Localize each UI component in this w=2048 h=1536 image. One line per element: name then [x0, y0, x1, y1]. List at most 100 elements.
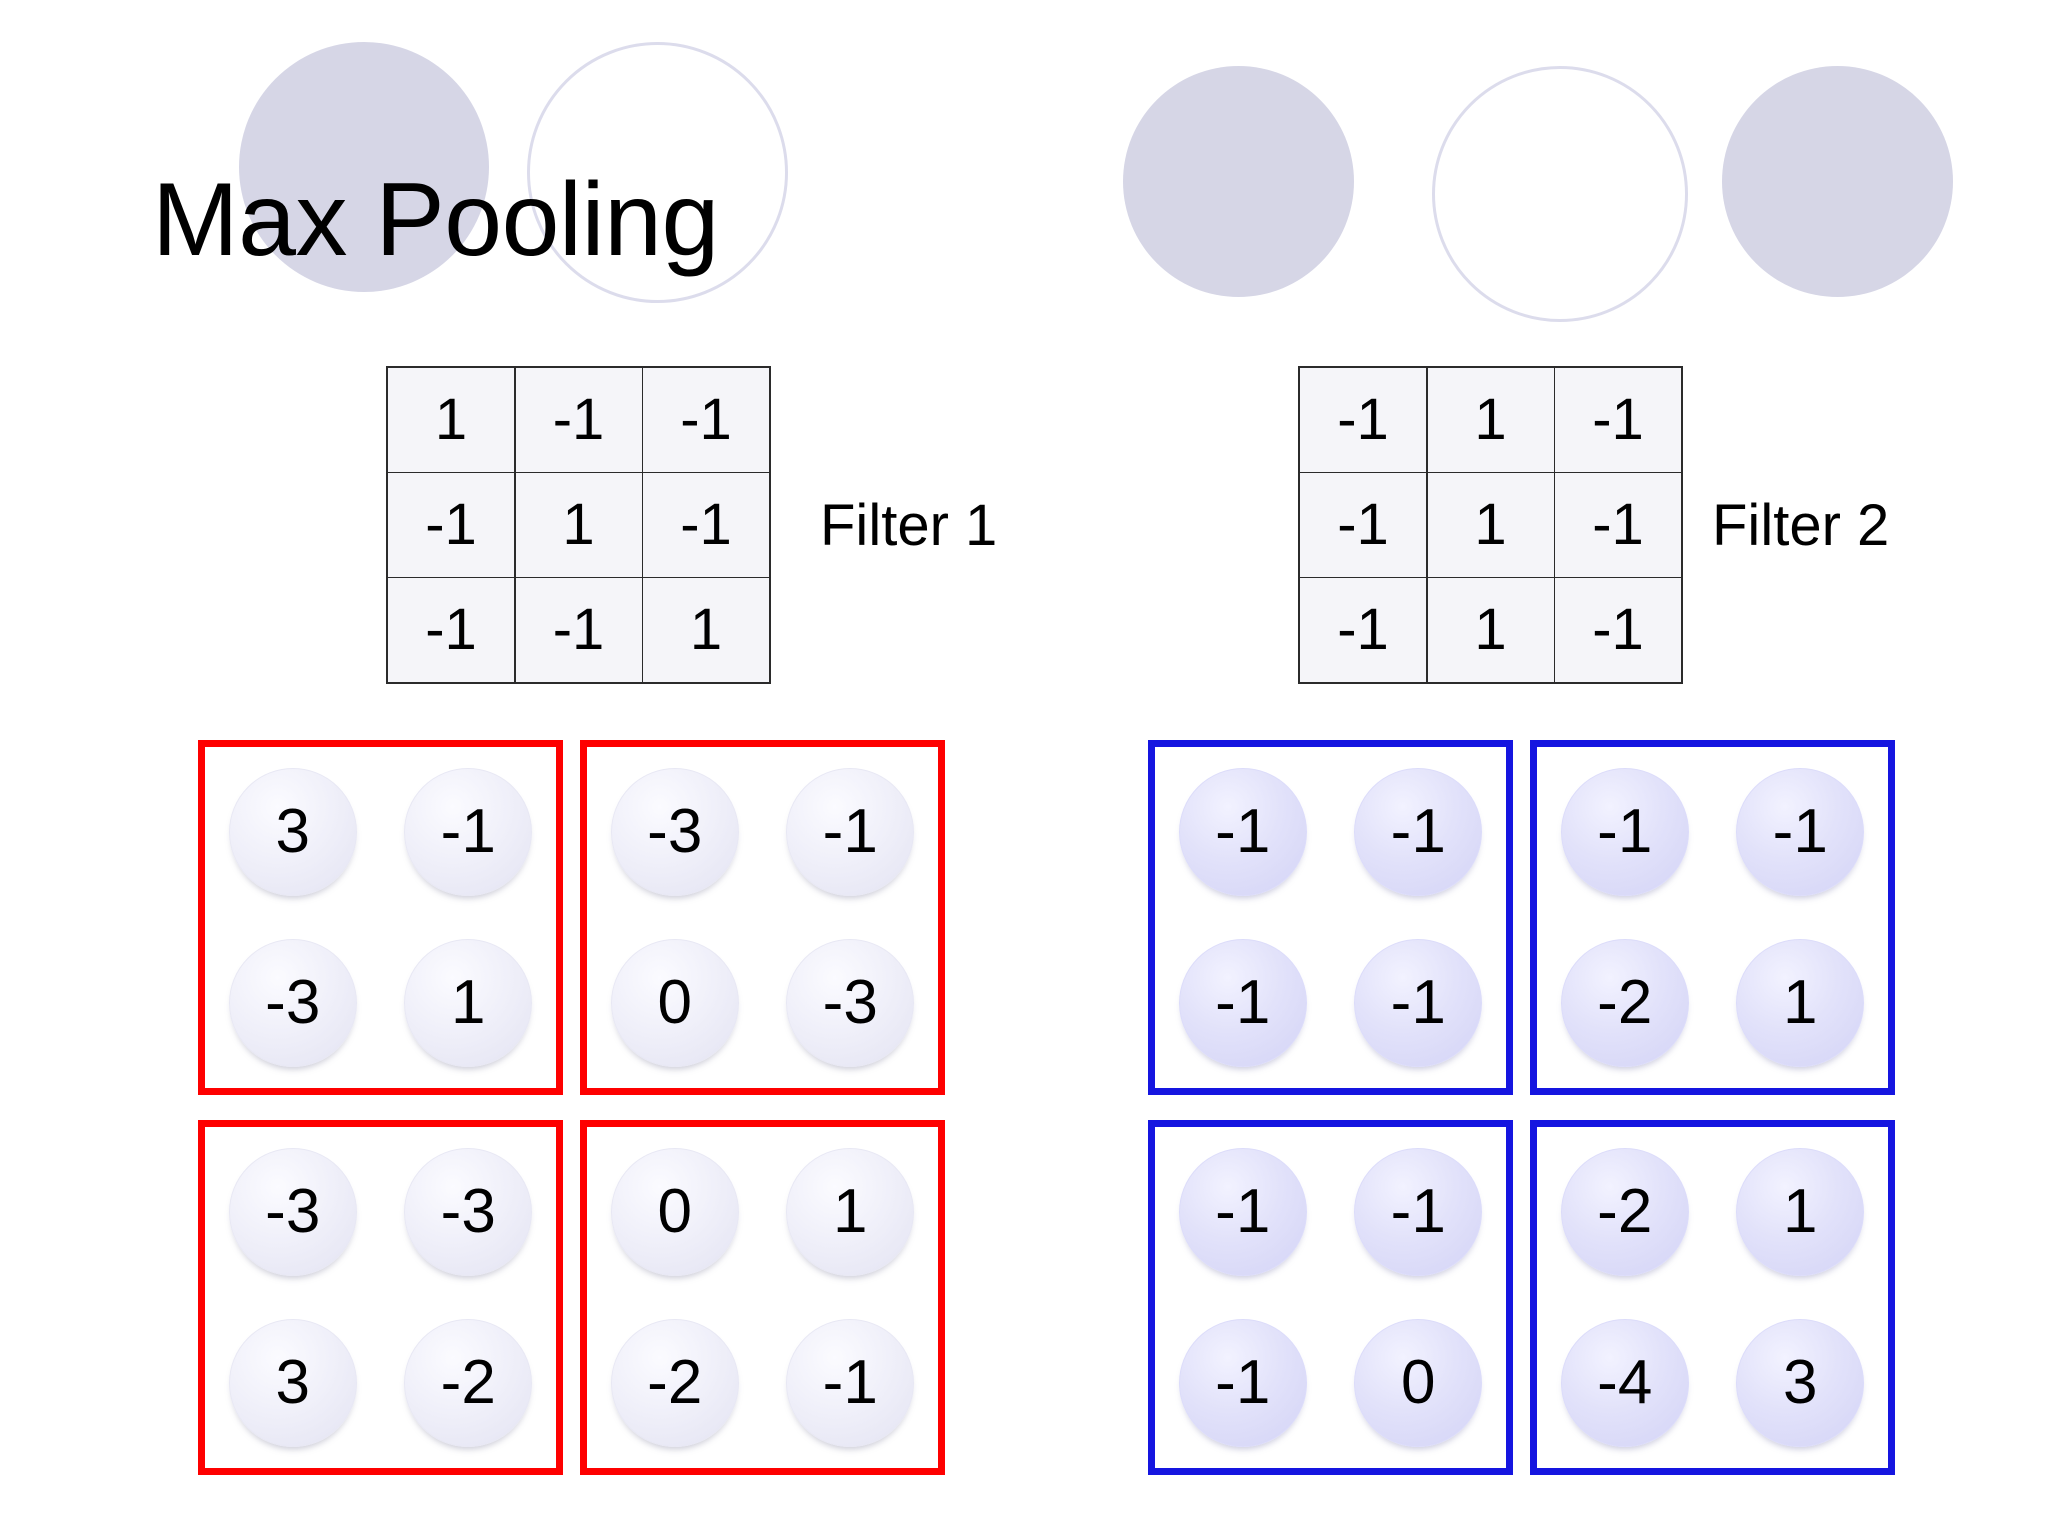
pool-cell: -2 — [1537, 1127, 1713, 1298]
filter-2-cell-1-1: 1 — [1427, 473, 1554, 577]
pool-value-ball: -3 — [404, 1148, 533, 1277]
pool-value-ball: 3 — [228, 768, 357, 897]
pool-value-ball: -1 — [1354, 768, 1483, 897]
pool-cell: 0 — [587, 1127, 763, 1298]
pool-block-r2c1: -3 -3 3 -2 — [198, 1120, 563, 1475]
pool-value-ball: 3 — [228, 1318, 357, 1447]
filter-2-cell-2-2: -1 — [1555, 578, 1681, 682]
filter-2-cell-0-0: -1 — [1300, 368, 1426, 472]
pool-cell: -4 — [1537, 1298, 1713, 1469]
pool-cell: -1 — [763, 747, 939, 918]
pool-value-ball: -3 — [228, 938, 357, 1067]
pool-value-ball: -1 — [1178, 1148, 1307, 1277]
pool-value-ball: -1 — [1178, 1318, 1307, 1447]
deco-circle-4 — [1432, 66, 1688, 322]
pool-cell: 1 — [763, 1127, 939, 1298]
pool-value-ball: 3 — [1736, 1318, 1865, 1447]
filter-2-cell-1-0: -1 — [1300, 473, 1426, 577]
filter-2-cell-1-2: -1 — [1555, 473, 1681, 577]
pool-value-ball: -1 — [1178, 938, 1307, 1067]
filter-1-cell-1-0: -1 — [388, 473, 514, 577]
pool-value-ball: -3 — [228, 1148, 357, 1277]
pool-cell: 1 — [1713, 918, 1889, 1089]
pool-value-ball: 1 — [1736, 938, 1865, 1067]
pool-value-ball: -1 — [786, 768, 915, 897]
pool-cell: -3 — [205, 918, 381, 1089]
pool-value-ball: -2 — [610, 1318, 739, 1447]
pool-cell: 3 — [205, 747, 381, 918]
pool-block-b1c2: -1 -1 -2 1 — [1530, 740, 1895, 1095]
filter-1-cell-0-0: 1 — [388, 368, 514, 472]
pool-cell: -3 — [205, 1127, 381, 1298]
pool-cell: -2 — [1537, 918, 1713, 1089]
pool-block-b1c1: -1 -1 -1 -1 — [1148, 740, 1513, 1095]
pool-value-ball: 0 — [610, 1148, 739, 1277]
pool-value-ball: 1 — [1736, 1148, 1865, 1277]
filter-1-cell-2-1: -1 — [515, 578, 642, 682]
pool-value-ball: 0 — [1354, 1318, 1483, 1447]
pool-cell: -1 — [1537, 747, 1713, 918]
deco-circle-5 — [1722, 66, 1953, 297]
pool-cell: -3 — [763, 918, 939, 1089]
pool-cell: -1 — [1155, 1298, 1331, 1469]
filter-1-cell-0-2: -1 — [643, 368, 769, 472]
pool-value-ball: -1 — [786, 1318, 915, 1447]
page-title: Max Pooling — [152, 162, 719, 278]
pool-cell: 0 — [1331, 1298, 1507, 1469]
filter-2-cell-2-1: 1 — [1427, 578, 1554, 682]
pool-cell: -3 — [587, 747, 763, 918]
pool-value-ball: -3 — [610, 768, 739, 897]
filter-2-cell-0-2: -1 — [1555, 368, 1681, 472]
deco-circle-3 — [1123, 66, 1354, 297]
pool-value-ball: 1 — [404, 938, 533, 1067]
filter-1-cell-0-1: -1 — [515, 368, 642, 472]
pool-value-ball: -3 — [786, 938, 915, 1067]
pool-cell: -2 — [587, 1298, 763, 1469]
pool-block-b2c2: -2 1 -4 3 — [1530, 1120, 1895, 1475]
pool-value-ball: -1 — [1560, 768, 1689, 897]
filter-2-cell-0-1: 1 — [1427, 368, 1554, 472]
filter-1-grid: 1 -1 -1 -1 1 -1 -1 -1 1 — [386, 366, 771, 684]
pool-value-ball: -1 — [1354, 938, 1483, 1067]
pool-block-r2c2: 0 1 -2 -1 — [580, 1120, 945, 1475]
pool-cell: 3 — [205, 1298, 381, 1469]
pool-cell: 1 — [1713, 1127, 1889, 1298]
pool-value-ball: -1 — [1736, 768, 1865, 897]
filter-2-cell-2-0: -1 — [1300, 578, 1426, 682]
pool-cell: -1 — [1155, 918, 1331, 1089]
filter-1-cell-2-0: -1 — [388, 578, 514, 682]
pool-value-ball: -2 — [404, 1318, 533, 1447]
deco-circle-1 — [239, 42, 489, 292]
pool-value-ball: 1 — [786, 1148, 915, 1277]
pool-value-ball: 0 — [610, 938, 739, 1067]
pool-value-ball: -1 — [1178, 768, 1307, 897]
pool-block-b2c1: -1 -1 -1 0 — [1148, 1120, 1513, 1475]
pool-cell: 3 — [1713, 1298, 1889, 1469]
filter-1-cell-1-2: -1 — [643, 473, 769, 577]
pool-block-r1c1: 3 -1 -3 1 — [198, 740, 563, 1095]
pool-cell: -2 — [381, 1298, 557, 1469]
filter-1-cell-1-1: 1 — [515, 473, 642, 577]
pool-value-ball: -4 — [1560, 1318, 1689, 1447]
pool-cell: -1 — [1331, 1127, 1507, 1298]
pool-cell: 1 — [381, 918, 557, 1089]
pool-value-ball: -2 — [1560, 1148, 1689, 1277]
pool-value-ball: -1 — [1354, 1148, 1483, 1277]
deco-circle-2 — [527, 42, 788, 303]
pool-cell: -3 — [381, 1127, 557, 1298]
pool-cell: -1 — [1713, 747, 1889, 918]
pool-cell: -1 — [1331, 918, 1507, 1089]
filter-2-label: Filter 2 — [1712, 493, 1890, 558]
pool-value-ball: -1 — [404, 768, 533, 897]
pool-cell: -1 — [1155, 1127, 1331, 1298]
pool-cell: -1 — [763, 1298, 939, 1469]
pool-cell: -1 — [1331, 747, 1507, 918]
filter-2-grid: -1 1 -1 -1 1 -1 -1 1 -1 — [1298, 366, 1683, 684]
pool-cell: 0 — [587, 918, 763, 1089]
filter-1-label: Filter 1 — [820, 493, 998, 558]
pool-cell: -1 — [381, 747, 557, 918]
pool-cell: -1 — [1155, 747, 1331, 918]
pool-value-ball: -2 — [1560, 938, 1689, 1067]
filter-1-cell-2-2: 1 — [643, 578, 769, 682]
